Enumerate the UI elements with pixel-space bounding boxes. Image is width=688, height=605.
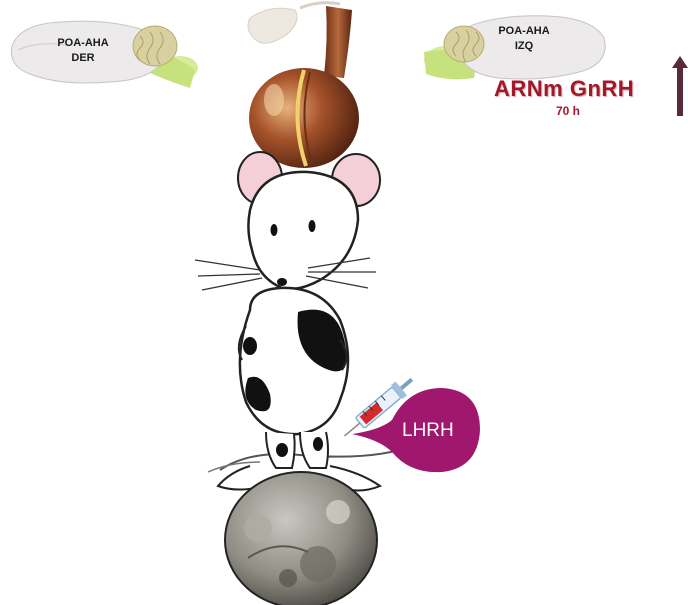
right-brain-label-1: POA-AHA: [488, 24, 560, 39]
ovary-icon: [218, 468, 384, 605]
result-time: 70 h: [556, 104, 580, 118]
pituitary-icon: [240, 0, 375, 175]
lhrh-label: LHRH: [402, 420, 454, 442]
up-arrow-icon: [672, 56, 688, 116]
left-brain-label-1: POA-AHA: [48, 36, 118, 51]
result-label: ARNm GnRH: [494, 76, 634, 102]
right-brain-label-2: IZQ: [488, 39, 560, 54]
left-brain-label-2: DER: [48, 51, 118, 66]
